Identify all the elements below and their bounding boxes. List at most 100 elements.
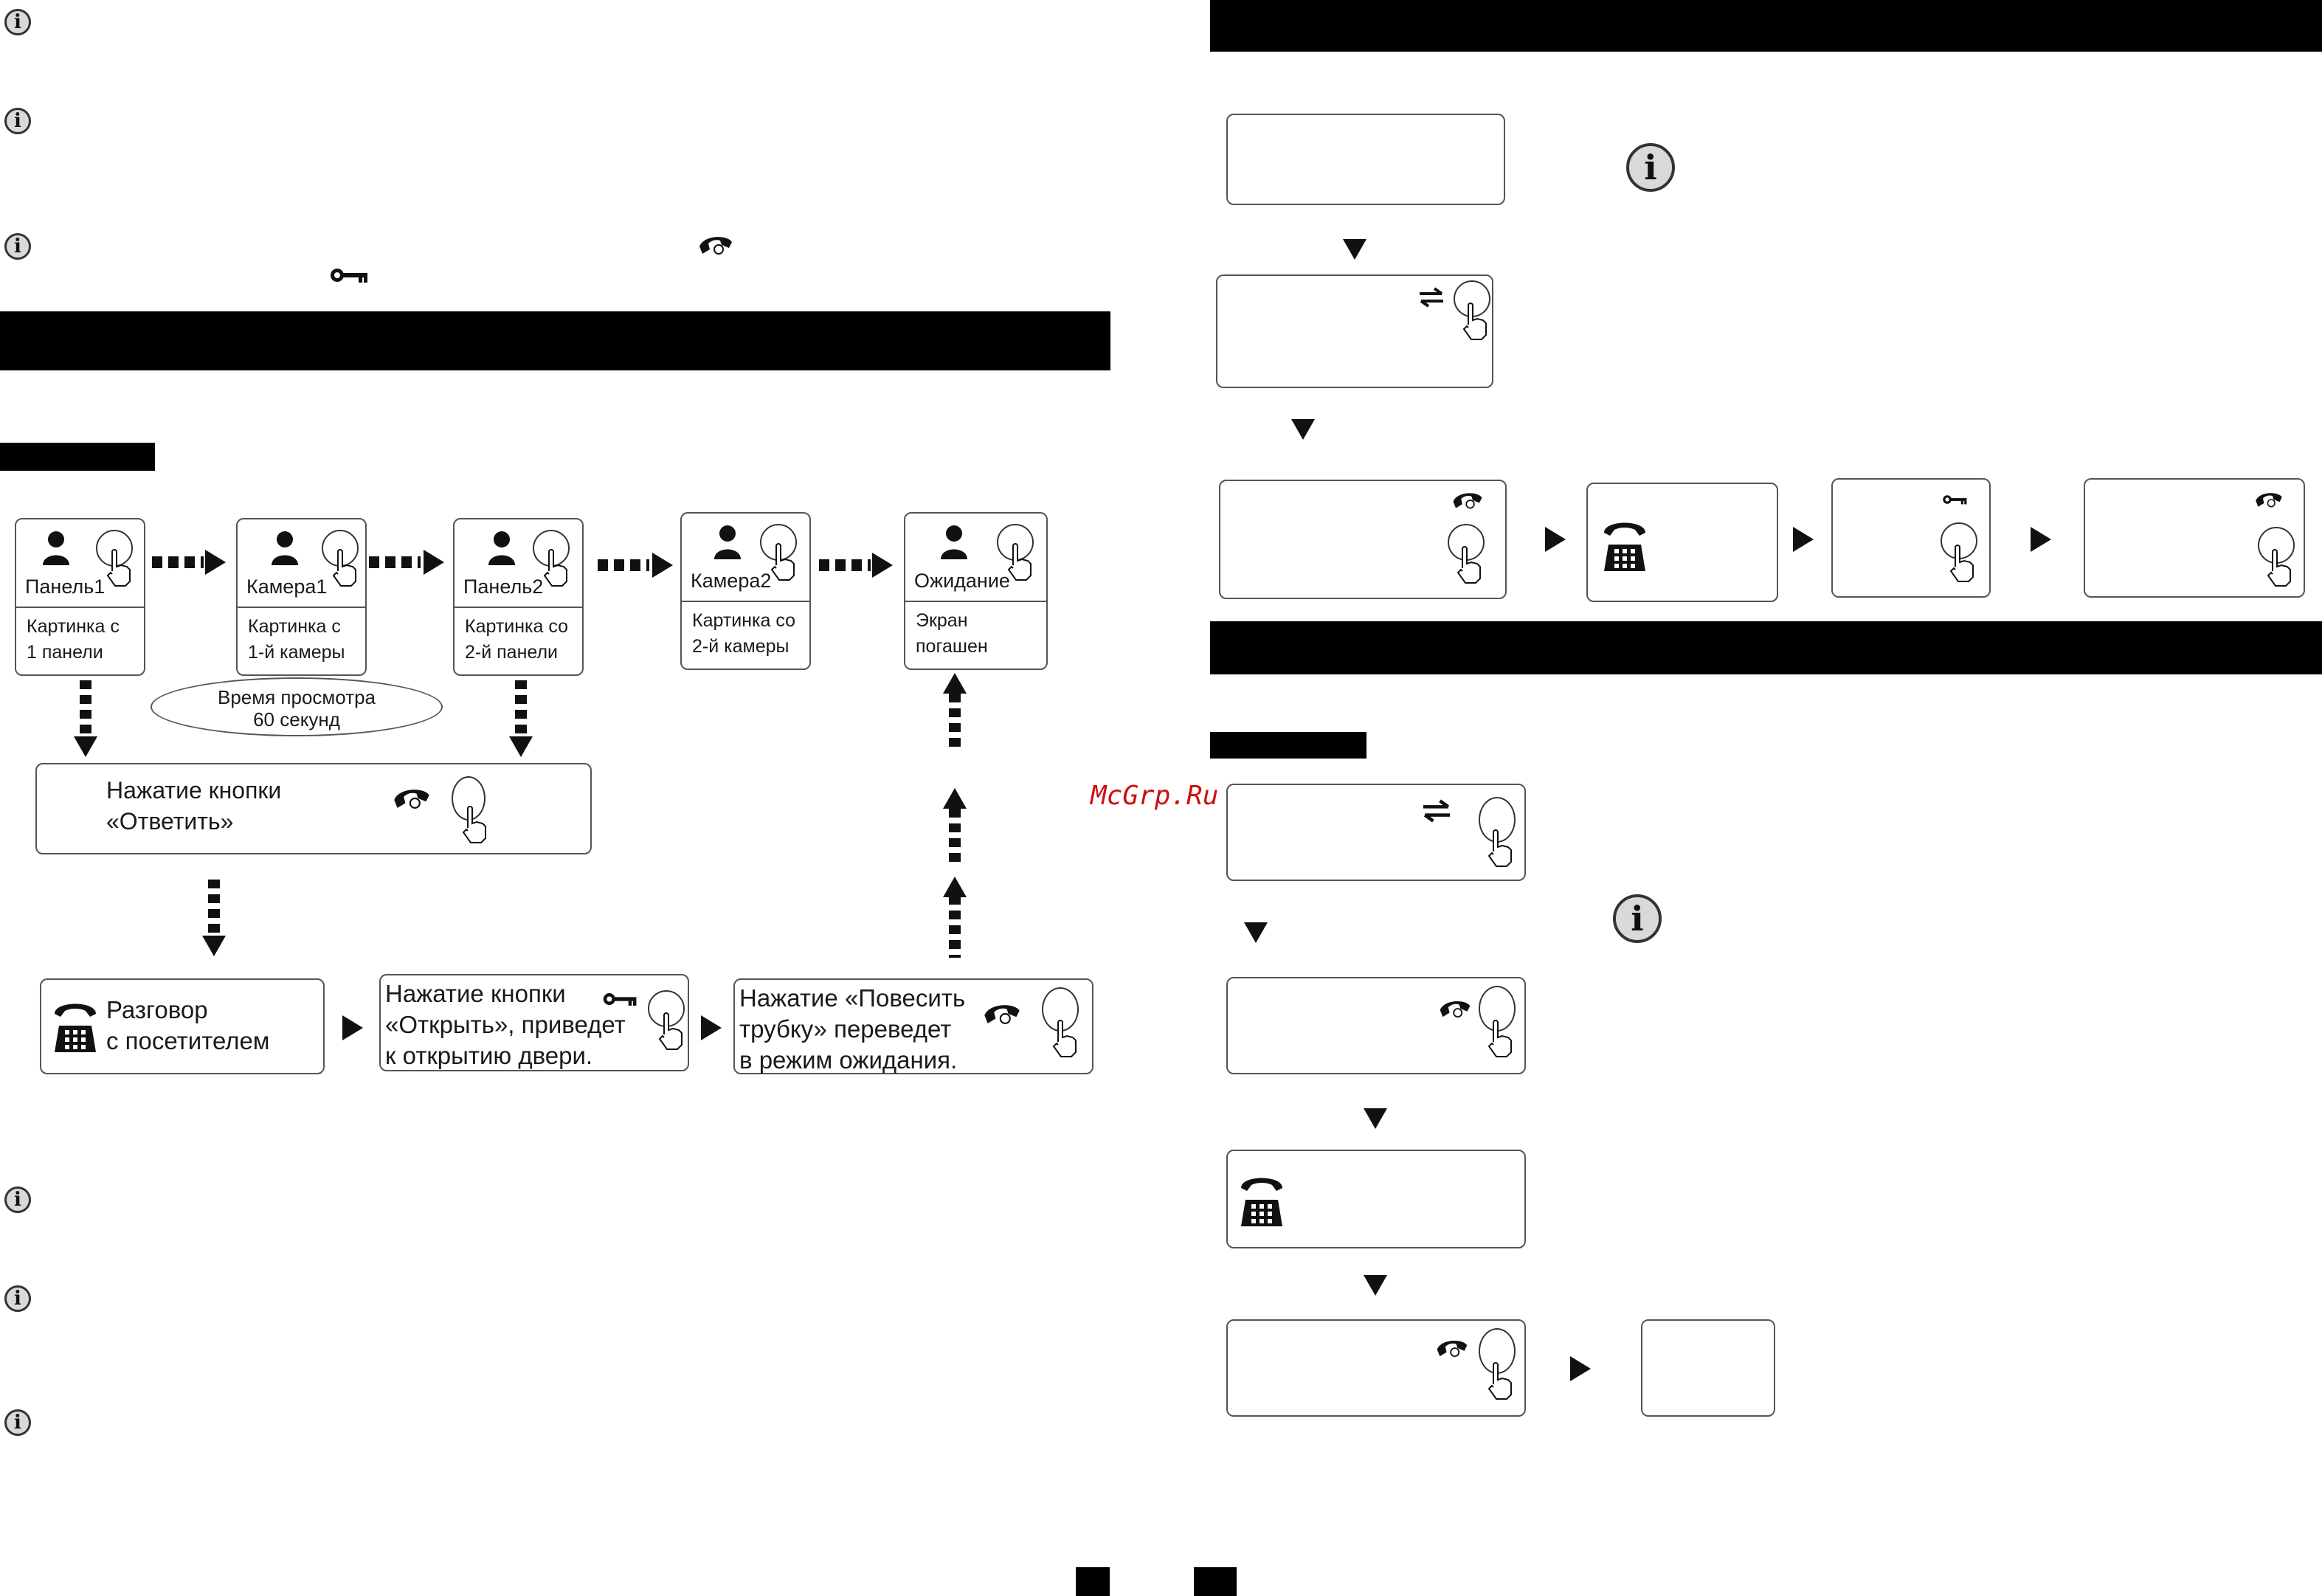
key-icon xyxy=(1943,495,1967,505)
person-icon xyxy=(43,531,69,565)
key-icon xyxy=(603,992,637,1006)
screen-box xyxy=(1226,784,1526,881)
flow-arrow xyxy=(80,680,91,736)
talk-text: Разговор с посетителем xyxy=(106,996,270,1054)
flow-cell-panel1: Панель1 Картинка с 1 панели xyxy=(15,518,145,676)
screen-box xyxy=(1226,1150,1526,1248)
flow-cell-desc: Картинка с 1-й камеры xyxy=(248,616,345,663)
flow-cell-desc: Картинка со 2-й камеры xyxy=(692,610,796,657)
flow-arrow xyxy=(208,880,220,936)
view-time-ellipse: Время просмотра 60 секунд xyxy=(151,677,443,736)
finger-press-icon xyxy=(1448,524,1485,561)
finger-press-icon xyxy=(1052,1020,1077,1057)
answer-box: Нажатие кнопки «Ответить» xyxy=(35,763,592,854)
handset-icon xyxy=(394,790,429,809)
handset-icon xyxy=(2256,493,2282,508)
handset-icon xyxy=(984,1005,1020,1024)
flow-cell-camera1: Камера1 Картинка с 1-й камеры xyxy=(236,518,367,676)
talk-box: Разговор с посетителем xyxy=(40,978,325,1074)
info-icon xyxy=(1613,894,1662,943)
subsection-label-bar xyxy=(0,443,155,471)
finger-press-icon xyxy=(462,806,486,843)
finger-press-icon xyxy=(1479,797,1516,843)
screen-box xyxy=(1216,274,1493,388)
person-icon xyxy=(941,525,967,559)
info-icon xyxy=(4,108,31,134)
flow-cell-desc: Картинка со 2-й панели xyxy=(465,616,569,663)
flow-arrow-head xyxy=(943,788,967,809)
subsection-label-bar xyxy=(1210,732,1366,759)
section-header-bar xyxy=(1210,621,2322,674)
key-icon xyxy=(331,269,367,283)
finger-press-icon xyxy=(1487,829,1512,867)
finger-press-icon xyxy=(1479,1328,1516,1374)
flow-arrow xyxy=(819,559,871,571)
finger-press-icon xyxy=(543,549,567,587)
view-time-text: Время просмотра 60 секунд xyxy=(217,686,376,730)
open-text: Нажатие кнопки «Открыть», приведет к отк… xyxy=(385,980,626,1069)
finger-press-icon xyxy=(2267,549,2291,587)
flow-arrow xyxy=(949,694,961,750)
finger-press-icon xyxy=(1457,546,1481,584)
flow-arrow-head xyxy=(943,877,967,897)
flow-arrow-head xyxy=(1793,527,1814,552)
flow-arrow xyxy=(949,809,961,865)
info-icon xyxy=(4,1186,31,1213)
flow-arrow xyxy=(598,559,649,571)
flow-arrow xyxy=(369,556,421,568)
flow-arrow-head xyxy=(202,936,226,956)
flow-arrow-head xyxy=(1291,419,1315,440)
screen-box xyxy=(1219,480,1507,599)
screen-box xyxy=(1226,114,1505,205)
flow-cell-name: Панель1 xyxy=(25,576,106,598)
screen-box xyxy=(1226,977,1526,1074)
flow-arrow xyxy=(152,556,204,568)
flow-arrow-head xyxy=(872,553,893,578)
answer-text: Нажатие кнопки «Ответить» xyxy=(106,777,282,835)
finger-press-icon xyxy=(332,549,356,587)
finger-press-icon xyxy=(1007,543,1032,581)
finger-press-icon xyxy=(770,543,795,581)
handset-icon xyxy=(699,237,732,255)
person-icon xyxy=(272,531,298,565)
hangup-box: Нажатие «Повесить трубку» переведет в ре… xyxy=(733,978,1093,1074)
flow-arrow-head xyxy=(342,1015,363,1040)
finger-press-icon xyxy=(1462,303,1487,340)
switch-arrows-icon xyxy=(1420,287,1443,308)
info-icon xyxy=(4,1409,31,1436)
desk-phone-icon xyxy=(1241,1178,1282,1226)
info-icon xyxy=(1626,143,1675,192)
flow-cell-desc: Картинка с 1 панели xyxy=(27,616,120,663)
screen-box xyxy=(1226,1319,1526,1417)
flow-cell-name: Камера1 xyxy=(246,576,328,598)
switch-arrows-icon xyxy=(1423,799,1451,823)
desk-phone-icon xyxy=(55,1003,96,1052)
person-icon xyxy=(488,531,515,565)
flow-arrow-head xyxy=(1343,239,1366,260)
open-box: Нажатие кнопки «Открыть», приведет к отк… xyxy=(379,974,689,1071)
info-icon xyxy=(4,9,31,35)
flow-arrow-head xyxy=(205,550,226,575)
flow-arrow-head xyxy=(1570,1356,1591,1381)
flow-arrow-head xyxy=(1364,1108,1387,1129)
flow-cell-name: Камера2 xyxy=(691,570,772,592)
screen-box xyxy=(2084,478,2305,598)
info-icon xyxy=(4,1285,31,1312)
flow-cell-name: Ожидание xyxy=(914,570,1010,592)
flow-arrow-head xyxy=(1545,527,1566,552)
section-header-bar xyxy=(0,311,1110,370)
flow-cell-panel2: Панель2 Картинка со 2-й панели xyxy=(453,518,584,676)
page-number-block xyxy=(1194,1567,1237,1596)
handset-icon xyxy=(1453,493,1482,509)
flow-arrow-head xyxy=(1364,1275,1387,1296)
flow-arrow-head xyxy=(424,550,444,575)
finger-press-icon xyxy=(1949,545,1974,582)
flow-arrow-head xyxy=(652,553,673,578)
flow-cell-standby: Ожидание Экран погашен xyxy=(904,512,1048,670)
flow-cell-desc: Экран погашен xyxy=(916,610,988,657)
flow-arrow-head xyxy=(2031,527,2051,552)
hangup-text: Нажатие «Повесить трубку» переведет в ре… xyxy=(739,984,966,1074)
finger-press-icon xyxy=(1487,1020,1512,1057)
section-header-bar xyxy=(1210,0,2322,52)
flow-arrow-head xyxy=(509,736,533,757)
